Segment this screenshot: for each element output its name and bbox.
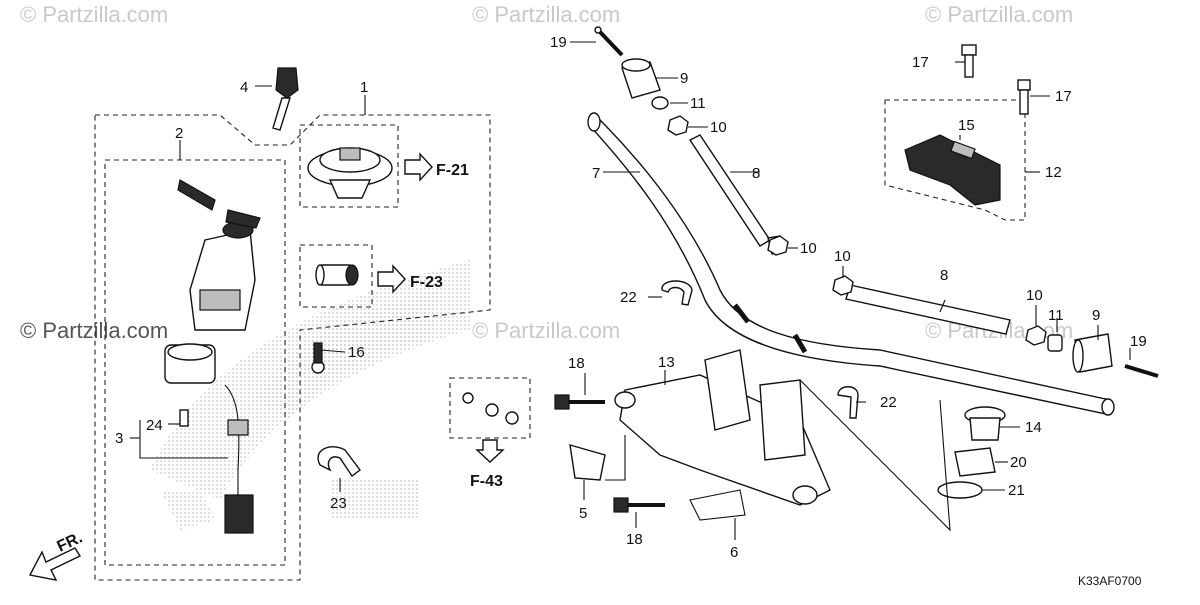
ref-box-f23 <box>299 244 373 308</box>
callout-13: 13 <box>658 354 675 371</box>
screw-24-part <box>179 409 189 427</box>
washer-21-part <box>937 481 983 499</box>
holder-12-part <box>904 134 1001 206</box>
collar-11b-part <box>1047 334 1063 352</box>
callout-20: 20 <box>1010 454 1027 471</box>
callout-11-b: 11 <box>1048 307 1064 324</box>
bolt-18-lower-part <box>613 497 665 513</box>
callout-21: 21 <box>1008 482 1025 499</box>
bar-8-lower-part <box>845 284 1011 335</box>
callout-6: 6 <box>730 544 738 561</box>
ref-box-f43 <box>449 377 531 439</box>
key-part <box>272 67 299 131</box>
callout-11-a: 11 <box>690 95 706 112</box>
callout-16: 16 <box>348 344 365 361</box>
ignition-switch-part <box>177 179 261 331</box>
callout-17-left: 17 <box>912 54 929 71</box>
ref-f23-label: F-23 <box>410 274 443 291</box>
bolt-19-right-part <box>1124 364 1159 378</box>
cap-14-part <box>964 406 1006 441</box>
screw-16-part <box>311 342 325 374</box>
bolt-17-left-part <box>961 44 977 78</box>
callout-10-b: 10 <box>800 240 817 257</box>
callout-17-right: 17 <box>1055 88 1072 105</box>
f43-fittings-part <box>462 392 519 425</box>
bolt-17-right-part <box>1017 79 1031 115</box>
nut-10c-part <box>832 275 854 296</box>
watermark-mid-center: © Partzilla.com <box>472 318 620 343</box>
callout-2: 2 <box>175 125 183 142</box>
front-indicator-label: FR. <box>55 529 86 555</box>
callout-24: 24 <box>146 417 163 434</box>
ref-f21-label: F-21 <box>436 162 469 179</box>
arrow-f43 <box>475 439 505 463</box>
callout-9-right: 9 <box>1092 307 1100 324</box>
callout-23: 23 <box>330 495 347 512</box>
clamp-23-part <box>317 446 361 478</box>
callout-12: 12 <box>1045 164 1062 181</box>
collar-11a-part <box>651 96 669 110</box>
callout-18-upper: 18 <box>568 355 585 372</box>
diagram-code: K33AF0700 <box>1078 574 1142 588</box>
callout-8-lower: 8 <box>940 267 948 284</box>
callout-1: 1 <box>360 79 368 96</box>
bracket-6-part <box>689 489 746 521</box>
weight-9-right-part <box>1072 333 1113 373</box>
leader-lines <box>130 41 1131 540</box>
clip-5-part <box>569 444 606 481</box>
nut-10d-part <box>1025 325 1047 346</box>
steering-stem-part <box>614 349 831 506</box>
ref-box-f21 <box>299 124 399 208</box>
callout-22-left: 22 <box>620 289 637 306</box>
watermark-mid-left: © Partzilla.com <box>20 318 168 343</box>
handlebar-part <box>587 112 1115 416</box>
switch-harness-part <box>164 343 254 534</box>
ref-f43-label: F-43 <box>470 473 503 490</box>
callout-10-d: 10 <box>1026 287 1043 304</box>
callout-19-right: 19 <box>1130 333 1147 350</box>
callout-15: 15 <box>958 117 975 134</box>
callout-9-upper: 9 <box>680 70 688 87</box>
weight-9-upper-part <box>621 58 661 99</box>
callout-3: 3 <box>115 430 123 447</box>
callout-19-upper: 19 <box>550 34 567 51</box>
bolt-19-upper-part <box>594 26 624 57</box>
arrow-f23 <box>377 264 406 294</box>
bolt-18-upper-part <box>554 394 605 410</box>
callout-14: 14 <box>1025 419 1042 436</box>
callout-5: 5 <box>579 505 587 522</box>
callout-4: 4 <box>240 79 248 96</box>
group-1-outline <box>94 114 491 581</box>
seat-lock-part <box>315 264 359 286</box>
callout-7: 7 <box>592 165 600 182</box>
callout-8-upper: 8 <box>752 165 760 182</box>
nut-10b-part <box>767 235 789 256</box>
watermark-top-center: © Partzilla.com <box>472 2 620 27</box>
group-2-outline <box>104 159 286 566</box>
nut-10a-part <box>667 115 689 136</box>
clamp-22a-part <box>661 280 693 306</box>
callout-10-c: 10 <box>834 248 851 265</box>
callout-10-a: 10 <box>710 119 727 136</box>
watermark-top-right: © Partzilla.com <box>925 2 1073 27</box>
callout-18-lower: 18 <box>626 531 643 548</box>
clamp-22b-part <box>837 386 859 419</box>
bar-8-upper-part <box>688 134 785 255</box>
nut-20-part <box>954 447 996 477</box>
arrow-f21 <box>404 152 433 182</box>
front-indicator: FR. <box>28 529 86 581</box>
fuel-cap-part <box>307 147 393 199</box>
watermark-top-left: © Partzilla.com <box>20 2 168 27</box>
callout-22-right: 22 <box>880 394 897 411</box>
